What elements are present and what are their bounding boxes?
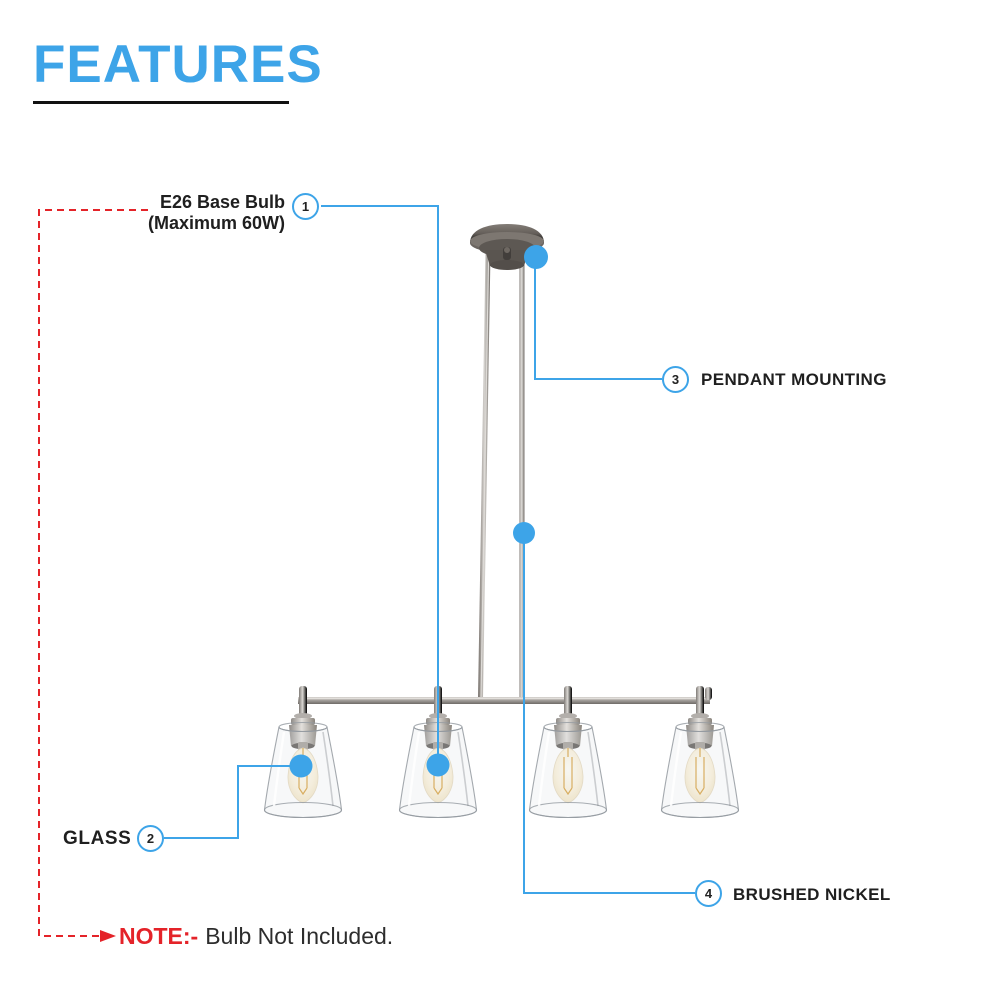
anchor-dot-brushed-nickel <box>513 522 535 544</box>
leader-line-4 <box>523 533 695 894</box>
label-e26-line1: E26 Base Bulb <box>159 192 285 212</box>
light-arm-3 <box>528 684 608 819</box>
label-pendant-mounting: PENDANT MOUNTING <box>701 370 887 389</box>
note: NOTE:-Bulb Not Included. <box>119 923 393 950</box>
note-text: Bulb Not Included. <box>205 923 394 949</box>
callout-number-3: 3 <box>671 372 680 387</box>
page-title: FEATURES <box>33 35 323 94</box>
light-arm-4 <box>660 684 740 819</box>
note-dashed-connector <box>38 209 148 937</box>
label-e26-base-bulb: E26 Base Bulb (Maximum 60W) <box>148 192 285 234</box>
label-glass: GLASS <box>63 828 132 849</box>
callout-circle-3: 3 <box>662 366 689 393</box>
callout-circle-1: 1 <box>292 193 319 220</box>
anchor-dot-glass <box>289 754 313 778</box>
callout-number-2: 2 <box>146 831 155 846</box>
light-arm-1 <box>263 684 343 819</box>
leader-line-2 <box>164 765 294 839</box>
downrods <box>478 252 525 699</box>
label-e26-line2: (Maximum 60W) <box>147 212 285 233</box>
title-underline <box>33 101 289 104</box>
leader-line-3 <box>534 258 662 380</box>
ceiling-canopy <box>470 224 544 270</box>
label-brushed-nickel: BRUSHED NICKEL <box>733 885 891 904</box>
callout-circle-4: 4 <box>695 880 722 907</box>
leader-line-1 <box>321 205 439 764</box>
crossbar <box>298 687 712 704</box>
note-prefix: NOTE:- <box>119 923 199 949</box>
anchor-dot-e26-bulb <box>426 753 450 777</box>
callout-circle-2: 2 <box>137 825 164 852</box>
callout-number-4: 4 <box>704 886 713 901</box>
note-arrowhead-icon <box>100 930 116 942</box>
callout-number-1: 1 <box>301 199 310 214</box>
anchor-dot-pendant-mounting <box>524 245 548 269</box>
